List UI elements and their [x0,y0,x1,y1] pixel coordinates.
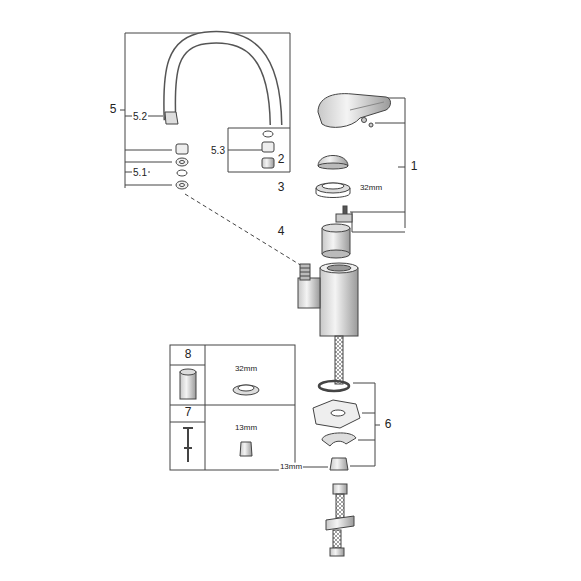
callout-number: 1 [410,160,419,173]
table-cell: 13mm [234,424,258,433]
callout-number: 5 [109,103,118,116]
lever-handle [318,94,405,232]
callout-number: 5.2 [132,111,148,122]
callout-number: 2 [277,153,286,166]
nut-32mm [316,183,350,198]
callout-number: 4 [277,225,286,238]
table-cell: 7 [184,406,193,419]
dimension-label: 13mm [279,463,303,472]
supply-hoses [326,484,354,556]
cap [318,156,348,170]
spout-frame [120,33,290,188]
spout-seals [176,131,274,189]
spout [158,37,276,125]
mounting-set [302,381,380,470]
callout-number: 3 [277,181,286,194]
assembly-line [185,194,302,266]
dimension-label: 32mm [359,184,383,193]
tap-body [298,263,358,384]
table-cell: 8 [184,348,193,361]
table-cell: 32mm [234,365,258,374]
callout-number: 6 [384,418,393,431]
cartridge [322,206,352,258]
callout-number: 5.3 [210,145,226,156]
spare-parts-inset [170,345,295,470]
callout-number: 5.1 [132,167,148,178]
